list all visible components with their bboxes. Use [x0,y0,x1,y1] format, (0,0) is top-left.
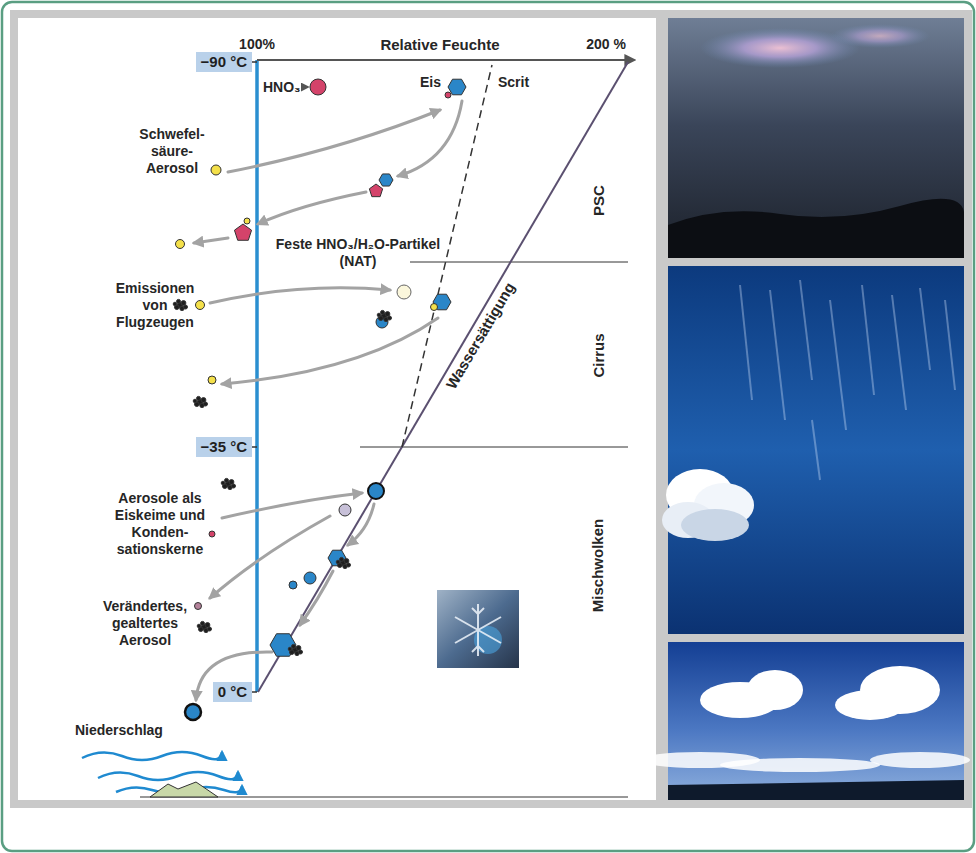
hno3-droplet [445,92,451,98]
hno3-droplet [310,79,326,95]
process-arrow [194,238,228,243]
ice-crystal [448,79,466,95]
soot-particle [173,299,187,310]
process-label: Niederschlag [75,722,163,739]
cumulus-clouds [640,666,970,772]
process-arrow [398,101,462,176]
diagram-panel [14,14,660,804]
sulfate-aerosol [176,240,185,249]
temperature-box: 0 °C [213,682,252,702]
wind-arrow [82,752,222,760]
curve-label: Scrit [498,74,529,91]
cumulus-cloud [662,469,754,541]
nat-particle [234,224,251,240]
water-saturation-line [258,62,628,692]
process-arrow [258,192,366,224]
soot-particle [193,396,207,407]
pointer-arrow [301,86,308,88]
soot-particle [377,310,391,321]
cloud-droplet [339,504,351,516]
cloud-droplet [289,581,297,589]
process-label: Aerosole als Eiskeime und Konden- sation… [114,490,206,558]
process-arrow [300,571,333,625]
cirrus-photo [662,266,964,634]
process-arrows [194,101,462,700]
sulfate-aerosol [208,376,216,384]
temperature-box: −35 °C [196,437,252,457]
photo-hill [668,199,964,258]
aerosol-particle [209,531,215,537]
zone-label: Mischwolken [589,518,606,611]
iridescent-cloud [830,24,930,48]
process-arrow [228,110,440,172]
critical-saturation-line [402,65,492,447]
soot-particle [197,621,211,632]
axis-tick-label: 100% [239,36,275,53]
ice-crystal [379,174,393,186]
aged-aerosol [195,603,202,610]
photo-column [660,10,972,808]
process-label: Schwefel- säure- Aerosol [136,126,208,177]
sulfate-aerosol [211,165,221,175]
psc-photo [668,18,964,258]
zone-label: PSC [590,185,607,216]
soot-particle [288,644,302,655]
process-arrow [348,504,374,545]
particle-label: Feste HNO₃/H₂O-Partikel (NAT) [268,236,448,270]
tick [252,691,257,693]
cirrus-streaks [740,280,955,480]
sulfate-aerosol [431,304,438,311]
ice-crystal-photo [437,590,519,668]
photo-ground [437,590,519,668]
axis-title: Relative Feuchte [380,36,499,53]
process-arrow [222,318,438,384]
snowflake [455,604,501,656]
zone-separator [410,262,628,263]
particle-label: Eis [420,74,441,91]
soot-particle [336,557,350,568]
wind-arrow [98,772,238,780]
axis-tick-label: 200 % [586,36,626,53]
temperature-label: −90 °C [201,53,247,70]
mixed-cloud-photo [640,642,970,800]
tick [252,61,257,63]
humidity-axis [257,59,634,61]
process-arrow [210,516,330,598]
zone-separator [360,447,628,448]
cloud-droplet [368,483,384,499]
process-arrow [210,288,390,303]
droplet [397,285,411,299]
sulfate-aerosol [196,301,205,310]
cloud-droplet [304,572,316,584]
nat-particle [369,184,382,197]
zone-label: Cirrus [590,333,607,377]
temperature-label: 0 °C [218,683,247,700]
photo-sky [668,266,964,634]
wind-arrows [82,752,242,793]
photo-sky [668,642,964,800]
photo-sky [668,18,964,258]
particles [173,79,466,720]
saturation-100-line [255,60,259,692]
process-arrow [196,652,272,700]
photo-ground [668,780,964,800]
temperature-box: −90 °C [196,52,252,72]
tick [252,446,257,448]
particle-label: HNO₃ [263,79,301,96]
sulfate-aerosol [244,218,250,224]
temperature-label: −35 °C [201,438,247,455]
mountain [150,782,218,797]
process-arrow [222,493,362,518]
process-label: Verändertes, gealtertes Aerosol [100,598,190,649]
soot-particle [221,478,235,489]
precipitation-drop [185,704,201,720]
process-label: Emissionen von Flugzeugen [112,280,198,331]
